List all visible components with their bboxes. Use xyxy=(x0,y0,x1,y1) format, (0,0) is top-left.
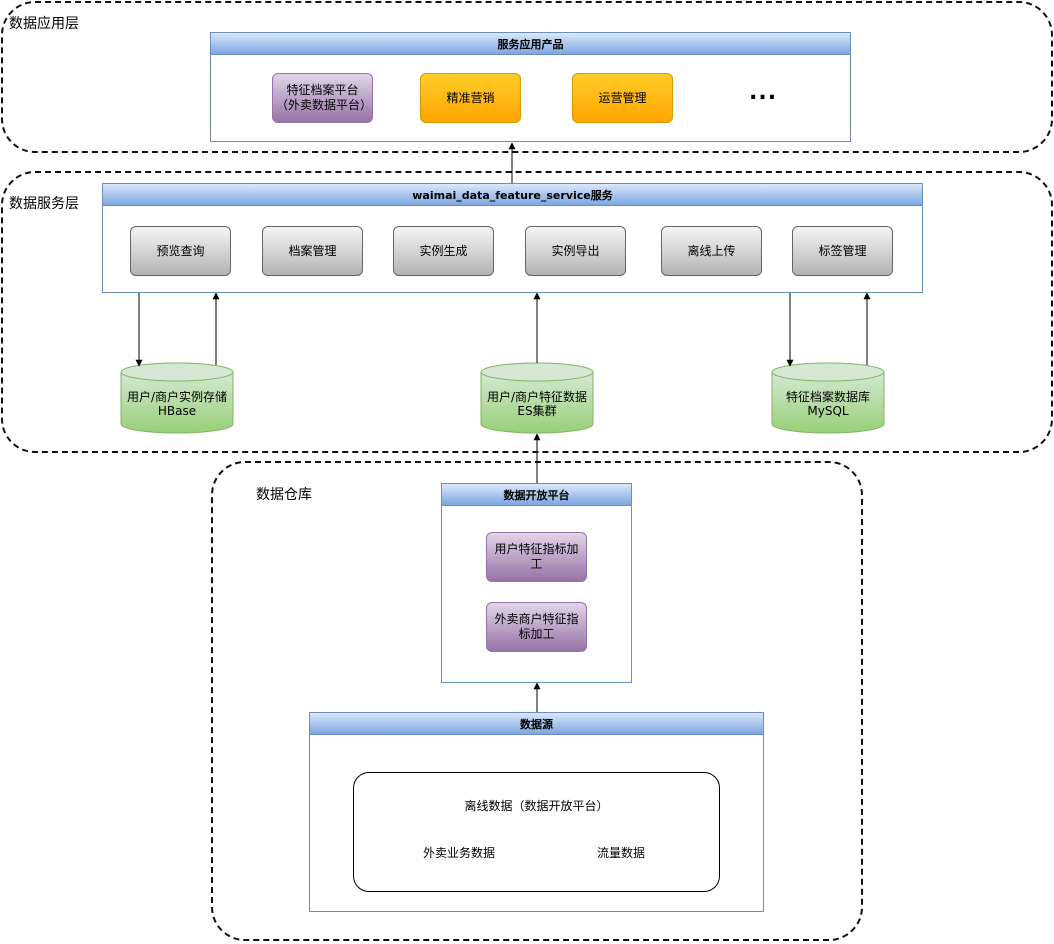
app-item-precision-marketing[interactable]: 精准营销 xyxy=(420,73,521,123)
layer-service-label: 数据服务层 xyxy=(9,196,79,212)
service-item-tag-management[interactable]: 标签管理 xyxy=(792,226,893,276)
platform-item-user-feature[interactable]: 用户特征指标加工 xyxy=(486,532,587,582)
data-source-title: 数据源 xyxy=(310,713,763,735)
app-item-feature-archive[interactable]: 特征档案平台（外卖数据平台） xyxy=(272,73,373,123)
service-panel-title: waimai_data_feature_service服务 xyxy=(103,184,922,206)
offline-data-group xyxy=(353,772,720,892)
store-mysql-label: 特征档案数据库 MySQL xyxy=(772,383,884,425)
service-panel: waimai_data_feature_service服务 xyxy=(102,183,923,293)
store-hbase-line1: 用户/商户实例存储 xyxy=(126,390,228,404)
cylinder-hbase xyxy=(120,362,234,434)
open-platform-title: 数据开放平台 xyxy=(442,484,631,506)
offline-data-label: 离线数据（数据开放平台） xyxy=(464,799,609,813)
service-item-offline-upload[interactable]: 离线上传 xyxy=(661,226,762,276)
layer-service xyxy=(1,171,1053,453)
platform-item-merchant-feature[interactable]: 外卖商户特征指标加工 xyxy=(486,602,587,652)
store-es-line1: 用户/商户特征数据 xyxy=(486,390,588,404)
source-traffic-label: 流量数据 xyxy=(596,846,645,860)
app-more: ... xyxy=(749,80,778,105)
store-es-label: 用户/商户特征数据 ES集群 xyxy=(481,383,593,425)
app-panel-title: 服务应用产品 xyxy=(211,33,850,55)
store-mysql-line2: MySQL xyxy=(807,404,849,418)
layer-warehouse-label: 数据仓库 xyxy=(256,487,312,503)
service-item-instance-generation[interactable]: 实例生成 xyxy=(393,226,494,276)
layer-warehouse xyxy=(211,461,863,941)
source-waimai-business-label: 外卖业务数据 xyxy=(422,846,495,860)
cylinder-es xyxy=(480,362,594,434)
store-mysql-line1: 特征档案数据库 xyxy=(785,390,870,404)
store-hbase-line2: HBase xyxy=(157,404,197,418)
service-item-archive-management[interactable]: 档案管理 xyxy=(262,226,363,276)
store-es-line2: ES集群 xyxy=(517,404,557,418)
open-platform-panel: 数据开放平台 xyxy=(441,483,632,683)
cylinder-mysql xyxy=(771,362,885,434)
store-hbase-label: 用户/商户实例存储 HBase xyxy=(121,383,233,425)
service-item-instance-export[interactable]: 实例导出 xyxy=(525,226,626,276)
service-item-preview-query[interactable]: 预览查询 xyxy=(130,226,231,276)
layer-app-label: 数据应用层 xyxy=(9,16,79,32)
app-item-operations[interactable]: 运营管理 xyxy=(572,73,673,123)
layer-app xyxy=(1,1,1053,153)
